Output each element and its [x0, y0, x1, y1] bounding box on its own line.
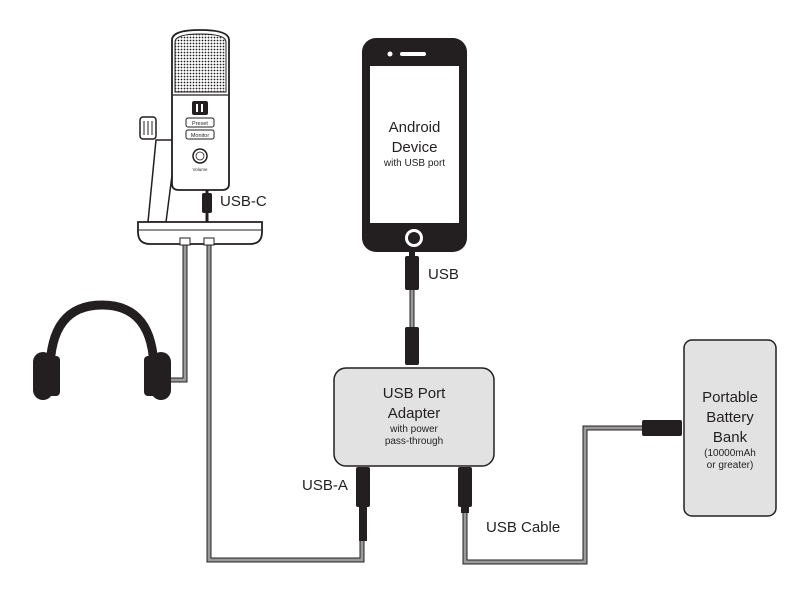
- mic-grille: [174, 33, 227, 93]
- adapter-title-line1: USB Port: [382, 385, 446, 402]
- adapter-title-line2: Adapter: [387, 405, 441, 422]
- cables: [168, 186, 645, 565]
- battery-title-line3: Bank: [712, 429, 748, 446]
- phone-screen: [370, 66, 459, 223]
- mic-monitor-label: Monitor: [191, 133, 210, 139]
- usb-port-adapter: [333, 327, 495, 541]
- battery-usb-plug: [642, 420, 682, 436]
- android-phone: [362, 38, 467, 290]
- adapter-subtitle-line1: with power: [390, 424, 438, 435]
- mic-preset-label: Preset: [192, 121, 208, 127]
- usb-label: USB: [428, 266, 459, 283]
- headphone-cable: [168, 240, 188, 383]
- mic-logo-icon: [192, 101, 208, 115]
- adapter-usb-power-plug: [458, 467, 472, 507]
- phone-text: Android Device with USB port: [370, 118, 459, 170]
- headphones-icon: [33, 300, 171, 400]
- usb-a-label: USB-A: [302, 477, 348, 494]
- adapter-usb-top-plug: [405, 327, 419, 365]
- mic-stand-arm: [147, 139, 175, 223]
- battery-title-line1: Portable: [702, 389, 758, 406]
- usb-c-label: USB-C: [220, 193, 267, 210]
- battery-subtitle-line1: (10000mAh: [704, 448, 756, 459]
- mic-stand-base: [137, 221, 263, 245]
- phone-title-line2: Device: [391, 139, 438, 156]
- adapter-text: USB Port Adapter with power pass-through: [334, 384, 494, 448]
- phone-usb-plug: [405, 256, 419, 290]
- usb-c-plug: [202, 193, 212, 213]
- mic-preset-button: [185, 117, 215, 128]
- usb-microphone: Preset Monitor Volume: [137, 29, 263, 246]
- adapter-box: [333, 367, 495, 467]
- adapter-subtitle-line2: pass-through: [384, 436, 444, 447]
- mic-volume-knob: [192, 148, 208, 164]
- phone-title-line1: Android: [388, 119, 441, 136]
- battery-subtitle-line2: or greater): [706, 460, 754, 471]
- usb-a-plug: [356, 467, 370, 507]
- battery-bank: [642, 339, 777, 517]
- mic-volume-label: Volume: [192, 167, 208, 172]
- phone-subtitle: with USB port: [383, 158, 446, 169]
- mic-monitor-button: [185, 129, 215, 140]
- usb-cable-label: USB Cable: [486, 519, 561, 536]
- battery-text: Portable Battery Bank (10000mAh or great…: [684, 388, 776, 472]
- battery-title-line2: Battery: [706, 409, 754, 426]
- battery-box: [683, 339, 777, 517]
